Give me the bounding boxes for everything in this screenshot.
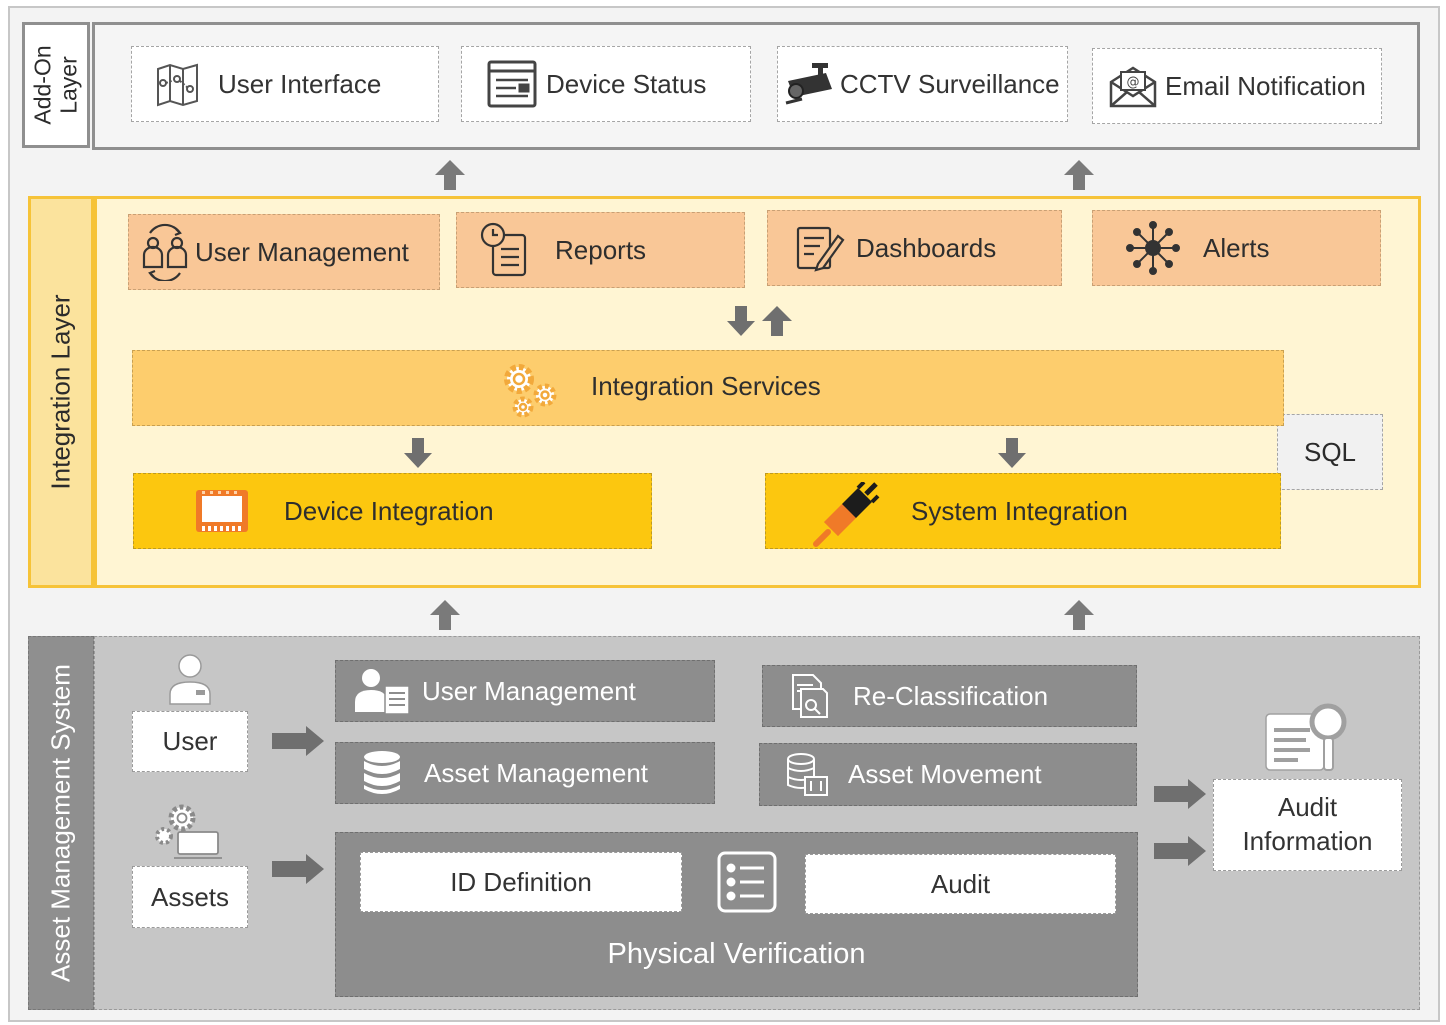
clock-document-icon — [477, 220, 537, 280]
addon-device-status: Device Status — [461, 46, 751, 122]
addon-user-interface: User Interface — [131, 46, 439, 122]
ams-re-classification-label: Re-Classification — [853, 680, 1049, 711]
addon-layer-label-box: Add-On Layer — [22, 22, 90, 148]
asset-management-system-label: Asset Management System — [45, 664, 76, 982]
ams-asset-management-label: Asset Management — [424, 757, 649, 788]
id-definition-box: ID Definition — [360, 852, 682, 912]
arrow-down-icon — [403, 436, 433, 470]
arrow-up-icon — [1062, 158, 1096, 192]
arrow-down-icon — [726, 304, 756, 338]
asset-management-system-label-box: Asset Management System — [28, 636, 94, 1010]
audit-information-label: Audit Information — [1242, 792, 1373, 856]
ams-asset-management: Asset Management — [335, 742, 715, 804]
arrow-right-icon — [1152, 777, 1208, 811]
integration-services: Integration Services — [132, 350, 1284, 426]
physical-verification-label: Physical Verification — [607, 938, 866, 970]
module-user-management: User Management — [128, 214, 440, 290]
database-icon — [352, 748, 412, 798]
addon-email-notification-label: Email Notification — [1165, 70, 1366, 101]
ams-asset-movement: Asset Movement — [759, 743, 1137, 806]
arrow-up-icon — [433, 158, 467, 192]
module-alerts-label: Alerts — [1203, 232, 1270, 263]
addon-cctv-surveillance: CCTV Surveillance — [777, 46, 1068, 122]
document-magnifier-icon — [1262, 700, 1352, 781]
gears-icon — [497, 361, 567, 421]
ams-user-management-label: User Management — [422, 675, 636, 706]
addon-user-interface-label: User Interface — [218, 68, 382, 99]
cctv-camera-icon — [780, 54, 840, 114]
sql-database-box: SQL — [1277, 414, 1383, 490]
svg-text:@: @ — [1127, 75, 1140, 90]
status-panel-icon — [482, 54, 542, 114]
addon-device-status-label: Device Status — [546, 68, 707, 99]
audit-box: Audit — [805, 854, 1116, 914]
database-transfer-icon — [778, 750, 838, 800]
module-dashboards: Dashboards — [767, 210, 1062, 286]
user-person-icon — [166, 652, 214, 711]
ams-asset-movement-label: Asset Movement — [848, 759, 1042, 789]
plug-icon — [812, 480, 882, 555]
gear-laptop-icon — [152, 802, 224, 867]
arrow-right-icon — [270, 852, 326, 886]
sql-label: SQL — [1303, 436, 1357, 467]
chip-icon — [194, 488, 250, 545]
arrow-right-icon — [270, 724, 326, 758]
checklist-icon — [716, 850, 778, 919]
arrow-up-icon — [428, 598, 462, 632]
audit-label: Audit — [930, 868, 991, 899]
ams-user-management: User Management — [335, 660, 715, 722]
audit-information-box: Audit Information — [1213, 779, 1402, 871]
arrow-up-icon — [760, 304, 794, 338]
integration-layer-label: Integration Layer — [45, 294, 76, 490]
email-envelope-icon: @ — [1103, 56, 1163, 116]
id-definition-label: ID Definition — [450, 866, 592, 897]
device-integration: Device Integration — [133, 473, 652, 549]
system-integration: System Integration — [765, 473, 1281, 549]
module-dashboards-label: Dashboards — [856, 232, 997, 263]
addon-layer-label: Add-On Layer — [29, 45, 81, 125]
addon-email-notification: @ Email Notification — [1092, 48, 1382, 124]
module-reports-label: Reports — [555, 234, 647, 265]
arrow-up-icon — [1062, 598, 1096, 632]
ams-re-classification: Re-Classification — [762, 665, 1137, 727]
arrow-down-icon — [997, 436, 1027, 470]
module-alerts: Alerts — [1092, 210, 1381, 286]
system-integration-label: System Integration — [911, 496, 1128, 526]
user-box: User — [132, 711, 248, 772]
module-user-management-label: User Management — [195, 236, 409, 267]
device-integration-label: Device Integration — [284, 496, 494, 526]
assets-box: Assets — [132, 866, 248, 928]
arrow-right-icon — [1152, 834, 1208, 868]
edit-document-icon — [788, 218, 848, 278]
user-card-icon — [352, 666, 412, 716]
map-icon — [148, 54, 208, 114]
users-exchange-icon — [135, 222, 195, 282]
addon-cctv-surveillance-label: CCTV Surveillance — [840, 68, 1060, 99]
integration-services-label: Integration Services — [591, 371, 821, 401]
integration-layer-label-box: Integration Layer — [28, 196, 94, 588]
network-hub-icon — [1123, 218, 1183, 278]
assets-label: Assets — [150, 881, 230, 912]
module-reports: Reports — [456, 212, 745, 288]
user-label: User — [162, 726, 218, 756]
document-search-icon — [779, 671, 839, 721]
